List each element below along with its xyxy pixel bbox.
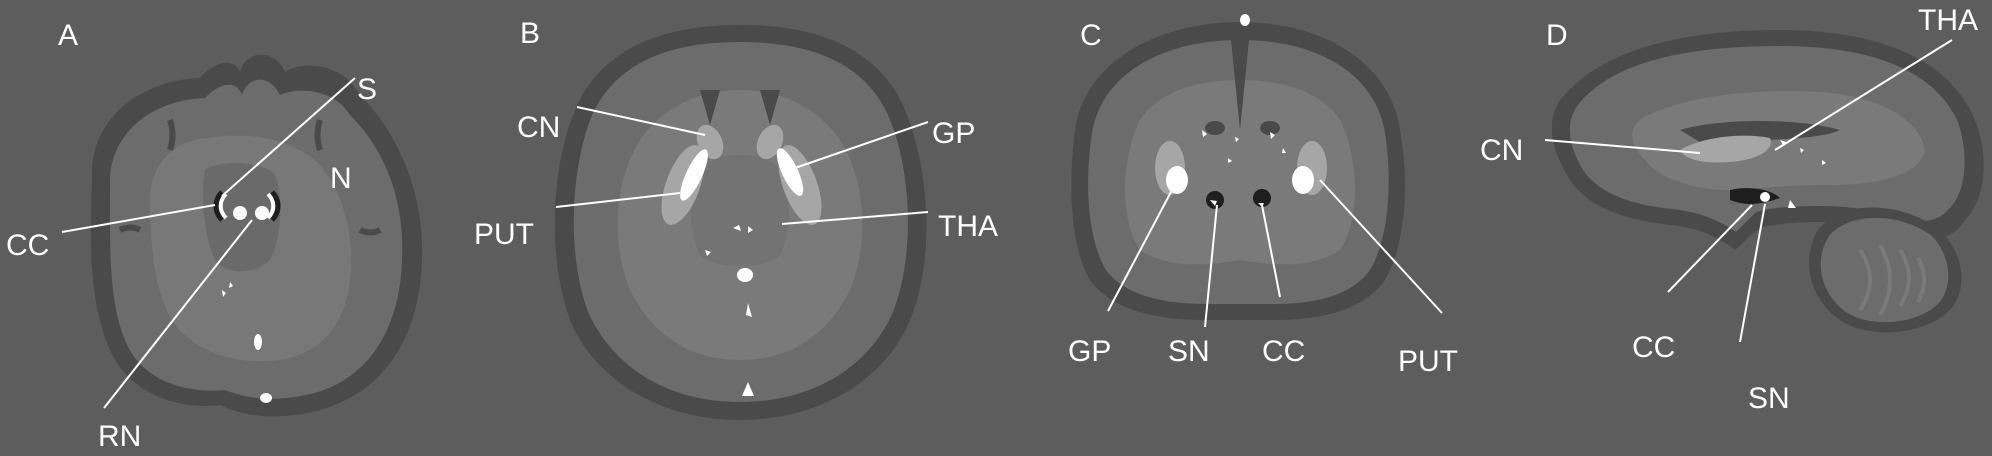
panel-d: D THA CN CC SN — [1480, 4, 1984, 415]
panel-a-label-n: N — [330, 162, 352, 195]
panel-c-pointer-put — [1319, 179, 1443, 314]
panel-c-label-put: PUT — [1398, 345, 1458, 378]
panel-d-label-cn: CN — [1480, 134, 1523, 167]
panel-a-label-s: S — [357, 73, 377, 106]
panel-b-pointer-cn — [576, 106, 706, 136]
panel-a-pointer-cc — [61, 204, 216, 233]
panel-d-label-sn: SN — [1748, 382, 1790, 415]
panel-a-label-cc: CC — [6, 229, 49, 262]
panel-a-pointer-s — [221, 77, 356, 197]
panel-d-label-tha: THA — [1918, 4, 1978, 37]
panel-d-pointer-cn — [1544, 139, 1701, 154]
panel-b-label-cn: CN — [517, 111, 560, 144]
panel-d-pointer-cc — [1667, 204, 1753, 293]
panel-d-pointer-tha — [1774, 39, 1953, 151]
panel-d-letter: D — [1546, 19, 1568, 52]
panel-b-label-tha: THA — [938, 210, 998, 243]
panel-b-label-put: PUT — [474, 218, 534, 251]
panel-c-pointer-gp — [1107, 189, 1173, 312]
panel-b-label-gp: GP — [932, 117, 975, 150]
panel-d-label-cc: CC — [1632, 331, 1675, 364]
panel-a: A S N CC RN — [6, 19, 423, 453]
panel-c-label-gp: GP — [1068, 335, 1111, 368]
panel-b-letter: B — [520, 17, 540, 50]
panel-c-pointer-sn — [1204, 204, 1218, 328]
panel-b-pointer-tha — [781, 211, 929, 225]
panel-c-label-cc: CC — [1262, 335, 1305, 368]
panel-c-label-sn: SN — [1168, 335, 1210, 368]
panel-b-pointer-gp — [794, 121, 929, 169]
panel-c: C GP SN CC PUT — [1068, 14, 1458, 378]
panel-a-brain-slice — [90, 54, 423, 417]
panel-c-letter: C — [1080, 19, 1102, 52]
panel-b-pointer-put — [555, 192, 681, 208]
panel-a-pointer-rn — [103, 219, 253, 409]
panel-d-pointer-sn — [1739, 203, 1766, 343]
panel-c-pointer-cc — [1261, 204, 1281, 298]
panel-a-label-rn: RN — [98, 420, 141, 453]
panel-b-brain-slice — [554, 25, 927, 420]
panel-a-letter: A — [58, 19, 78, 52]
panel-b: B CN GP PUT THA — [474, 17, 998, 420]
panel-c-brain-slice — [1071, 14, 1405, 320]
